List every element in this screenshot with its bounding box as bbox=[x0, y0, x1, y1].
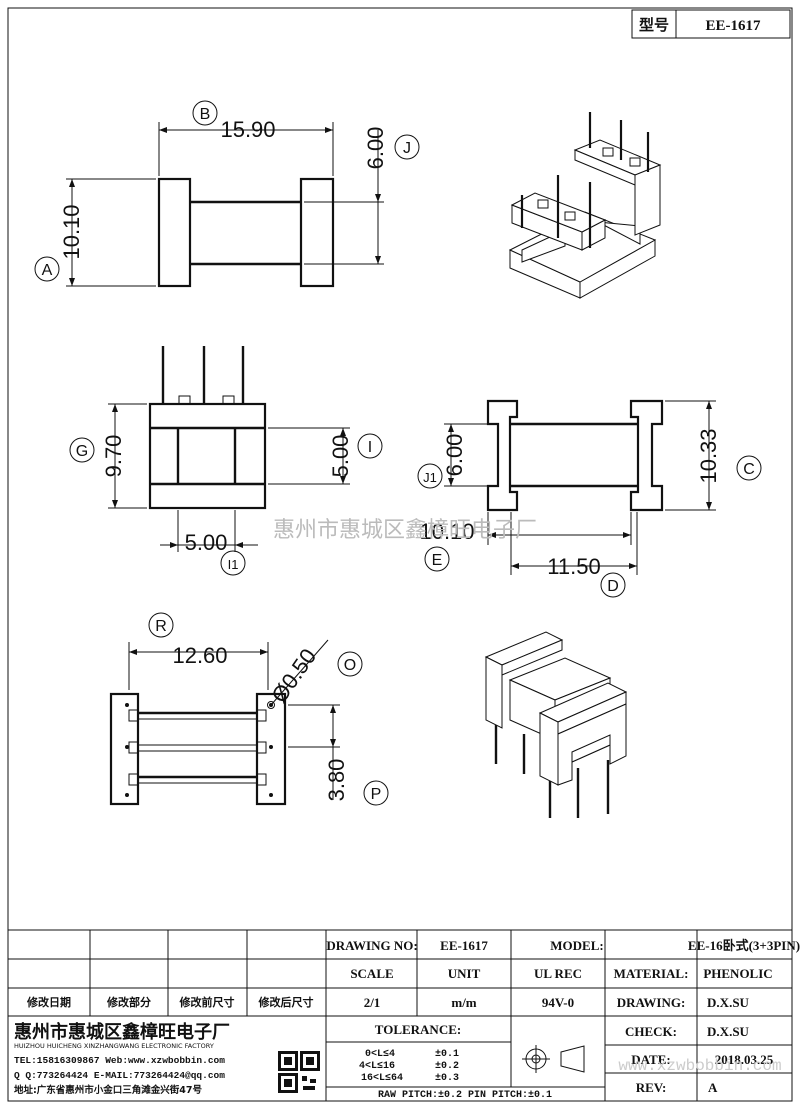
view-isometric-top bbox=[508, 112, 662, 299]
svg-text:O: O bbox=[344, 657, 356, 674]
svg-text:I1: I1 bbox=[228, 557, 239, 572]
dim-e-value: 10.10 bbox=[419, 519, 474, 544]
rev-header-after: 修改后尺寸 bbox=[258, 995, 314, 1009]
date-label: DATE: bbox=[631, 1052, 670, 1067]
watermark-company: 惠州市惠城区鑫樟旺电子厂 bbox=[273, 518, 537, 543]
ul-value: 94V-0 bbox=[542, 995, 574, 1010]
callout-j: J bbox=[394, 134, 420, 160]
tol-range-3: 16<L≤64 bbox=[361, 1073, 403, 1084]
callout-i1: I1 bbox=[220, 550, 246, 576]
model-header-value: EE-1617 bbox=[705, 18, 761, 34]
callout-a: A bbox=[34, 256, 60, 282]
tol-range-1: 0<L≤4 bbox=[365, 1049, 395, 1060]
sheet-frame bbox=[7, 7, 793, 1102]
tol-value-3: ±0.3 bbox=[435, 1073, 459, 1084]
view-front: 9.70 5.00 5.00 bbox=[101, 346, 353, 555]
drawing-by-value: D.X.SU bbox=[707, 995, 750, 1010]
pitch-tolerance: RAW PITCH:±0.2 PIN PITCH:±0.1 bbox=[378, 1090, 552, 1101]
rev-header-date: 修改日期 bbox=[26, 995, 71, 1009]
check-value: D.X.SU bbox=[707, 1024, 750, 1039]
company-qq: Q Q:773264424 E-MAIL:773264424@qq.com bbox=[14, 1070, 225, 1081]
view-isometric-bottom bbox=[484, 631, 628, 818]
callout-j1: J1 bbox=[417, 463, 443, 489]
web-watermark: www.xzwbobbin.com bbox=[618, 1057, 781, 1075]
model-value: EE-16卧式(3+3PIN) bbox=[688, 938, 800, 953]
view-side-top: 15.90 10.10 6.00 bbox=[59, 117, 388, 288]
svg-text:B: B bbox=[200, 106, 211, 123]
ul-label: UL REC bbox=[534, 966, 582, 981]
svg-text:J1: J1 bbox=[423, 470, 437, 485]
title-block: 修改日期 修改部分 修改前尺寸 修改后尺寸 DRAWING NO: EE-161… bbox=[8, 929, 800, 1101]
scale-value: 2/1 bbox=[364, 995, 381, 1010]
qr-code-icon bbox=[278, 1051, 320, 1093]
svg-text:E: E bbox=[432, 552, 443, 569]
dim-a-value: 10.10 bbox=[59, 204, 84, 259]
rev-label: REV: bbox=[636, 1080, 667, 1095]
projection-symbol bbox=[522, 1045, 585, 1073]
svg-text:A: A bbox=[42, 262, 53, 279]
svg-text:I: I bbox=[368, 439, 372, 456]
callout-o: O bbox=[337, 651, 363, 677]
svg-text:P: P bbox=[371, 786, 382, 803]
tol-value-1: ±0.1 bbox=[435, 1049, 459, 1060]
dim-j-value: 6.00 bbox=[363, 127, 388, 170]
dim-j1-value: 6.00 bbox=[442, 434, 467, 477]
tolerance-label: TOLERANCE: bbox=[375, 1022, 461, 1037]
svg-text:C: C bbox=[743, 461, 755, 478]
callout-r: R bbox=[148, 612, 174, 638]
rev-header-part: 修改部分 bbox=[106, 995, 151, 1009]
company-address: 地址:广东省惠州市小金口三角滩金兴街47号 bbox=[14, 1084, 203, 1096]
drawing-no-value: EE-1617 bbox=[440, 938, 488, 953]
svg-text:R: R bbox=[155, 618, 167, 635]
callout-c: C bbox=[736, 455, 762, 481]
tol-range-2: 4<L≤16 bbox=[359, 1061, 395, 1072]
svg-text:D: D bbox=[607, 578, 619, 595]
scale-label: SCALE bbox=[350, 966, 393, 981]
callout-b: B bbox=[192, 100, 218, 126]
dim-c-value: 10.33 bbox=[696, 428, 721, 483]
drawing-by-label: DRAWING: bbox=[617, 995, 686, 1010]
model-header: 型号 EE-1617 bbox=[631, 9, 791, 39]
model-header-label: 型号 bbox=[639, 16, 669, 34]
company-name-en: HUIZHOU HUICHENG XINZHANGWANG ELECTRONIC… bbox=[14, 1042, 214, 1050]
callout-g: G bbox=[69, 437, 95, 463]
tol-value-2: ±0.2 bbox=[435, 1061, 459, 1072]
view-section: 10.33 6.00 10.10 11.50 bbox=[419, 399, 721, 579]
rev-value: A bbox=[708, 1080, 718, 1095]
unit-value: m/m bbox=[451, 995, 476, 1010]
company-name-cn: 惠州市惠城区鑫樟旺电子厂 bbox=[14, 1021, 230, 1043]
drawing-no-label: DRAWING NO: bbox=[326, 938, 417, 953]
dim-o-value: Ø0.50 bbox=[266, 644, 321, 707]
callout-p: P bbox=[363, 780, 389, 806]
dim-i-value: 5.00 bbox=[328, 435, 353, 478]
date-value: 2018.03.25 bbox=[715, 1052, 774, 1067]
dim-r-value: 12.60 bbox=[172, 643, 227, 668]
model-label: MODEL: bbox=[550, 938, 603, 953]
callouts: B J A G I I1 J1 C E D R O P bbox=[34, 100, 762, 806]
dim-g-value: 9.70 bbox=[101, 435, 126, 478]
callout-i: I bbox=[357, 433, 383, 459]
dim-p-value: 3.80 bbox=[324, 759, 349, 802]
dim-d-value: 11.50 bbox=[547, 554, 600, 579]
check-label: CHECK: bbox=[625, 1024, 677, 1039]
svg-text:G: G bbox=[76, 443, 88, 460]
rev-header-before: 修改前尺寸 bbox=[179, 995, 235, 1009]
material-label: MATERIAL: bbox=[614, 966, 689, 981]
company-tel: TEL:15816309867 Web:www.xzwbobbin.com bbox=[14, 1055, 225, 1066]
unit-label: UNIT bbox=[448, 966, 481, 981]
callout-d: D bbox=[600, 572, 626, 598]
view-bottom: 12.60 Ø0.50 3.80 bbox=[109, 639, 349, 806]
svg-text:J: J bbox=[403, 140, 411, 157]
dim-i1-value: 5.00 bbox=[185, 530, 228, 555]
callout-e: E bbox=[424, 546, 450, 572]
material-value: PHENOLIC bbox=[703, 966, 772, 981]
dim-b-value: 15.90 bbox=[220, 117, 275, 142]
